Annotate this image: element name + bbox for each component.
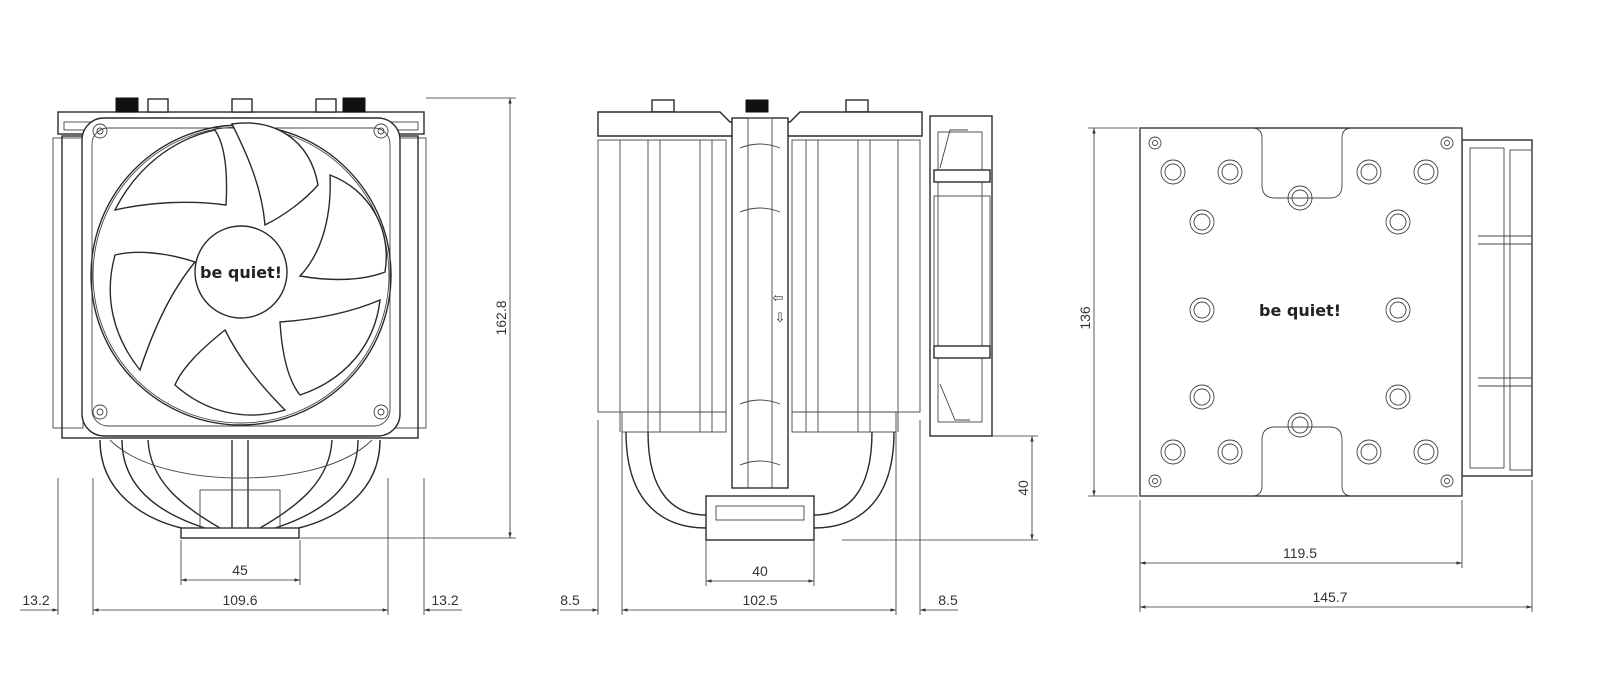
- front-overhang-right-label: 13.2: [431, 592, 458, 608]
- side-view: ⇦ ⇩: [597, 99, 993, 541]
- top-total-width-label: 145.7: [1312, 589, 1347, 605]
- front-view: be quiet!: [52, 97, 427, 539]
- side-width-label: 102.5: [742, 592, 777, 608]
- side-offset-left-label: 8.5: [560, 592, 580, 608]
- front-brand-label: be quiet!: [200, 263, 282, 282]
- front-width-label: 109.6: [222, 592, 257, 608]
- top-dimensions: 136 119.5 145.7: [1077, 127, 1533, 612]
- top-view: be quiet!: [1139, 127, 1533, 497]
- side-arrow-down: ⇩: [775, 311, 786, 326]
- side-dimensions: 40 8.5 102.5 8.5 40: [560, 420, 1038, 615]
- front-dimensions: 162.8 45 13.2 109.6 13.2: [20, 97, 516, 615]
- side-offset-right-label: 8.5: [938, 592, 958, 608]
- front-base-width-label: 45: [232, 562, 248, 578]
- top-brand-label: be quiet!: [1259, 301, 1341, 320]
- side-base-width-label: 40: [752, 563, 768, 579]
- top-body-width-label: 119.5: [1283, 545, 1317, 561]
- front-overhang-left-label: 13.2: [22, 592, 49, 608]
- side-arrow-up: ⇦: [773, 291, 784, 306]
- side-fan-clearance-label: 40: [1015, 480, 1031, 496]
- front-height-label: 162.8: [493, 300, 509, 335]
- top-height-label: 136: [1077, 306, 1093, 330]
